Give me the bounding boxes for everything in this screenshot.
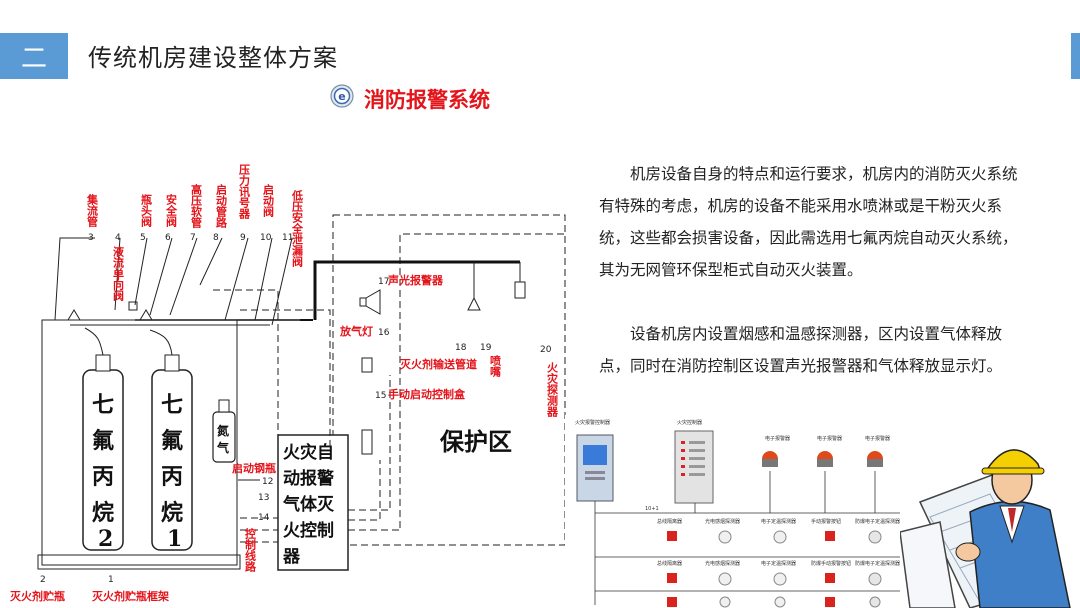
label-agent-pipe: 灭火剂输送管道 [399,357,477,371]
svg-text:气: 气 [216,440,229,455]
svg-text:10+1: 10+1 [645,506,659,512]
svg-text:11: 11 [282,233,293,243]
body-paragraph-2: 设备机房内设置烟感和温感探测器，区内设置气体释放点，同时在消防控制区设置声光报警… [599,318,1029,382]
svg-text:2: 2 [40,575,46,585]
cylinder-1-char-3: 丙 [161,464,183,490]
controller-line-4: 火控制 [283,520,334,541]
svg-text:高压软管: 高压软管 [190,183,203,229]
cylinder-2-char-1: 七 [92,392,114,418]
section-number-badge: 二 [0,33,68,79]
cylinder-2-char-3: 丙 [92,464,114,490]
controller-line-2: 动报警 [283,468,334,489]
panel-top-label-1: 火灾报警控制器 [575,419,610,426]
svg-text:5: 5 [140,233,146,243]
label-bottle-frame: 灭火剂贮瓶框架 [91,589,169,603]
svg-text:6: 6 [165,233,171,243]
svg-text:低压安全泄漏阀: 低压安全泄漏阀 [291,189,305,268]
panel-top-label-2: 火灾控制器 [677,419,702,426]
cylinder-1-char-4: 烷 [161,500,183,526]
svg-text:启动阀: 启动阀 [262,183,275,218]
svg-text:7: 7 [190,233,196,243]
label-control-line: 控制线路 [244,527,257,573]
svg-text:15: 15 [375,391,386,401]
panel-row1-item-3: 电子定温探测器 [761,518,796,525]
panel-row1-item-5: 防爆电子定温探测器 [855,518,900,525]
svg-text:氮: 氮 [217,423,229,438]
panel-top-label-5: 电子报警器 [865,435,890,442]
alarm-network-panel: 火灾报警控制器 火灾控制器 电子报警器 电子报警器 电子报警器 10+1 总线隔… [565,415,905,608]
cylinder-1-char-2: 氟 [161,428,183,454]
cylinder-1-char-1: 七 [161,392,183,418]
ie-globe-icon: e [330,84,354,108]
svg-text:1: 1 [108,575,114,585]
svg-text:压力讯号器: 压力讯号器 [238,163,252,220]
label-discharge-light: 放气灯 [339,324,373,338]
svg-text:9: 9 [240,233,246,243]
panel-row2-item-3: 电子定温探测器 [761,560,796,567]
page-title: 传统机房建设整体方案 [88,44,338,72]
panel-row1-item-1: 总线隔离器 [657,518,682,525]
panel-row2-item-2: 光电感烟探测器 [705,560,740,567]
svg-text:12: 12 [262,477,273,487]
panel-row2-item-1: 总线隔离器 [657,560,682,567]
svg-text:液流单向阀: 液流单向阀 [112,245,125,302]
paragraph-1-text: 机房设备自身的特点和运行要求，机房内的消防灭火系统有特殊的考虑，机房的设备不能采… [599,165,1018,279]
label-start-bottle: 启动钢瓶 [232,461,276,475]
section-subtitle: 消防报警系统 [364,87,490,112]
panel-row1-item-4: 手动报警按钮 [811,518,841,525]
svg-text:集流管: 集流管 [86,193,100,228]
label-nozzle: 喷嘴 [489,354,502,378]
controller-line-1: 火灾自 [283,442,334,463]
svg-text:8: 8 [213,233,219,243]
svg-text:启动管路: 启动管路 [215,183,228,229]
label-fire-detector: 火灾探测器 [546,362,560,418]
label-sound-light-alarm: 声光报警器 [387,273,444,287]
body-paragraph-1: 机房设备自身的特点和运行要求，机房内的消防灭火系统有特殊的考虑，机房的设备不能采… [599,158,1029,286]
label-protected-zone: 保护区 [439,427,512,456]
svg-text:19: 19 [480,343,492,353]
svg-text:4: 4 [115,233,121,243]
panel-row1-item-2: 光电感烟探测器 [705,518,740,525]
svg-text:瓶头阀: 瓶头阀 [140,193,153,228]
panel-top-label-4: 电子报警器 [817,435,842,442]
svg-text:10: 10 [260,233,272,243]
cylinder-2-char-4: 烷 [92,500,114,526]
svg-text:13: 13 [258,493,269,503]
svg-text:18: 18 [455,343,467,353]
engineer-with-blueprint-clipart [900,449,1071,608]
svg-text:安全阀: 安全阀 [165,193,179,228]
svg-text:e: e [338,90,345,103]
paragraph-2-text: 设备机房内设置烟感和温感探测器，区内设置气体释放点，同时在消防控制区设置声光报警… [599,325,1003,375]
label-agent-bottle: 灭火剂贮瓶 [9,589,65,603]
cylinder-1-number: 1 [167,526,182,552]
controller-line-5: 器 [282,547,301,567]
section-number: 二 [20,43,47,74]
panel-top-label-3: 电子报警器 [765,435,790,442]
cylinder-2-char-2: 氟 [92,428,114,454]
panel-row2-item-5: 防爆电子定温探测器 [855,560,900,567]
controller-line-3: 气体灭 [282,494,335,515]
svg-text:20: 20 [540,345,552,355]
label-manual-box: 手动启动控制盒 [388,387,466,401]
svg-text:14: 14 [258,513,270,523]
cylinder-2-number: 2 [98,526,113,552]
fire-system-diagram: .lbl{font-family:"DejaVu Sans",sans-seri… [9,163,566,603]
panel-row2-item-4: 防爆手动报警按钮 [811,560,851,567]
svg-text:17: 17 [378,277,389,287]
right-edge-tab [1071,33,1080,79]
svg-text:16: 16 [378,328,390,338]
svg-text:3: 3 [88,233,94,243]
